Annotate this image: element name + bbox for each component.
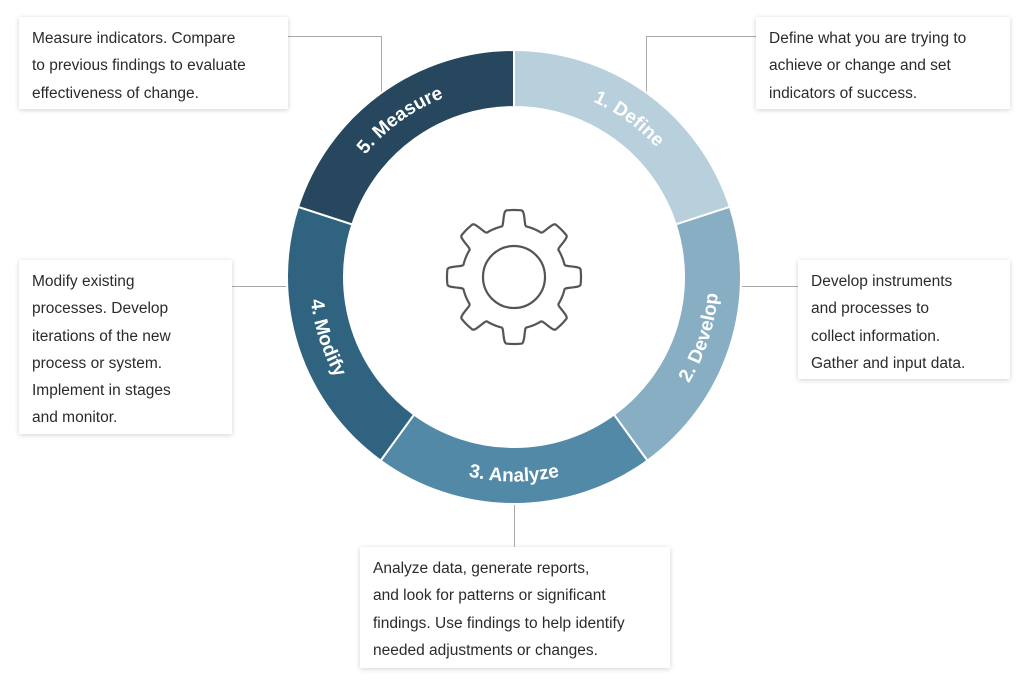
- description-define: Define what you are trying to achieve or…: [756, 17, 1010, 109]
- connector-measure-v: [381, 36, 382, 96]
- segment-measure: [296, 48, 515, 226]
- description-develop: Develop instruments and processes to col…: [798, 260, 1010, 379]
- segment-modify: [286, 205, 416, 463]
- segment-develop: [612, 205, 742, 463]
- gear-outline: [445, 208, 583, 346]
- description-modify: Modify existing processes. Develop itera…: [19, 260, 232, 434]
- gear-hub: [481, 244, 547, 310]
- gear-icon: [445, 208, 583, 346]
- description-analyze: Analyze data, generate reports, and look…: [360, 547, 670, 668]
- description-measure: Measure indicators. Compare to previous …: [19, 17, 288, 109]
- connector-define-v: [646, 36, 647, 92]
- connector-develop: [741, 286, 798, 287]
- connector-define: [646, 36, 756, 37]
- connector-measure: [287, 36, 382, 37]
- segment-define: [513, 48, 732, 226]
- connector-analyze: [514, 503, 515, 548]
- connector-modify: [231, 286, 288, 287]
- segment-analyze: [379, 413, 649, 505]
